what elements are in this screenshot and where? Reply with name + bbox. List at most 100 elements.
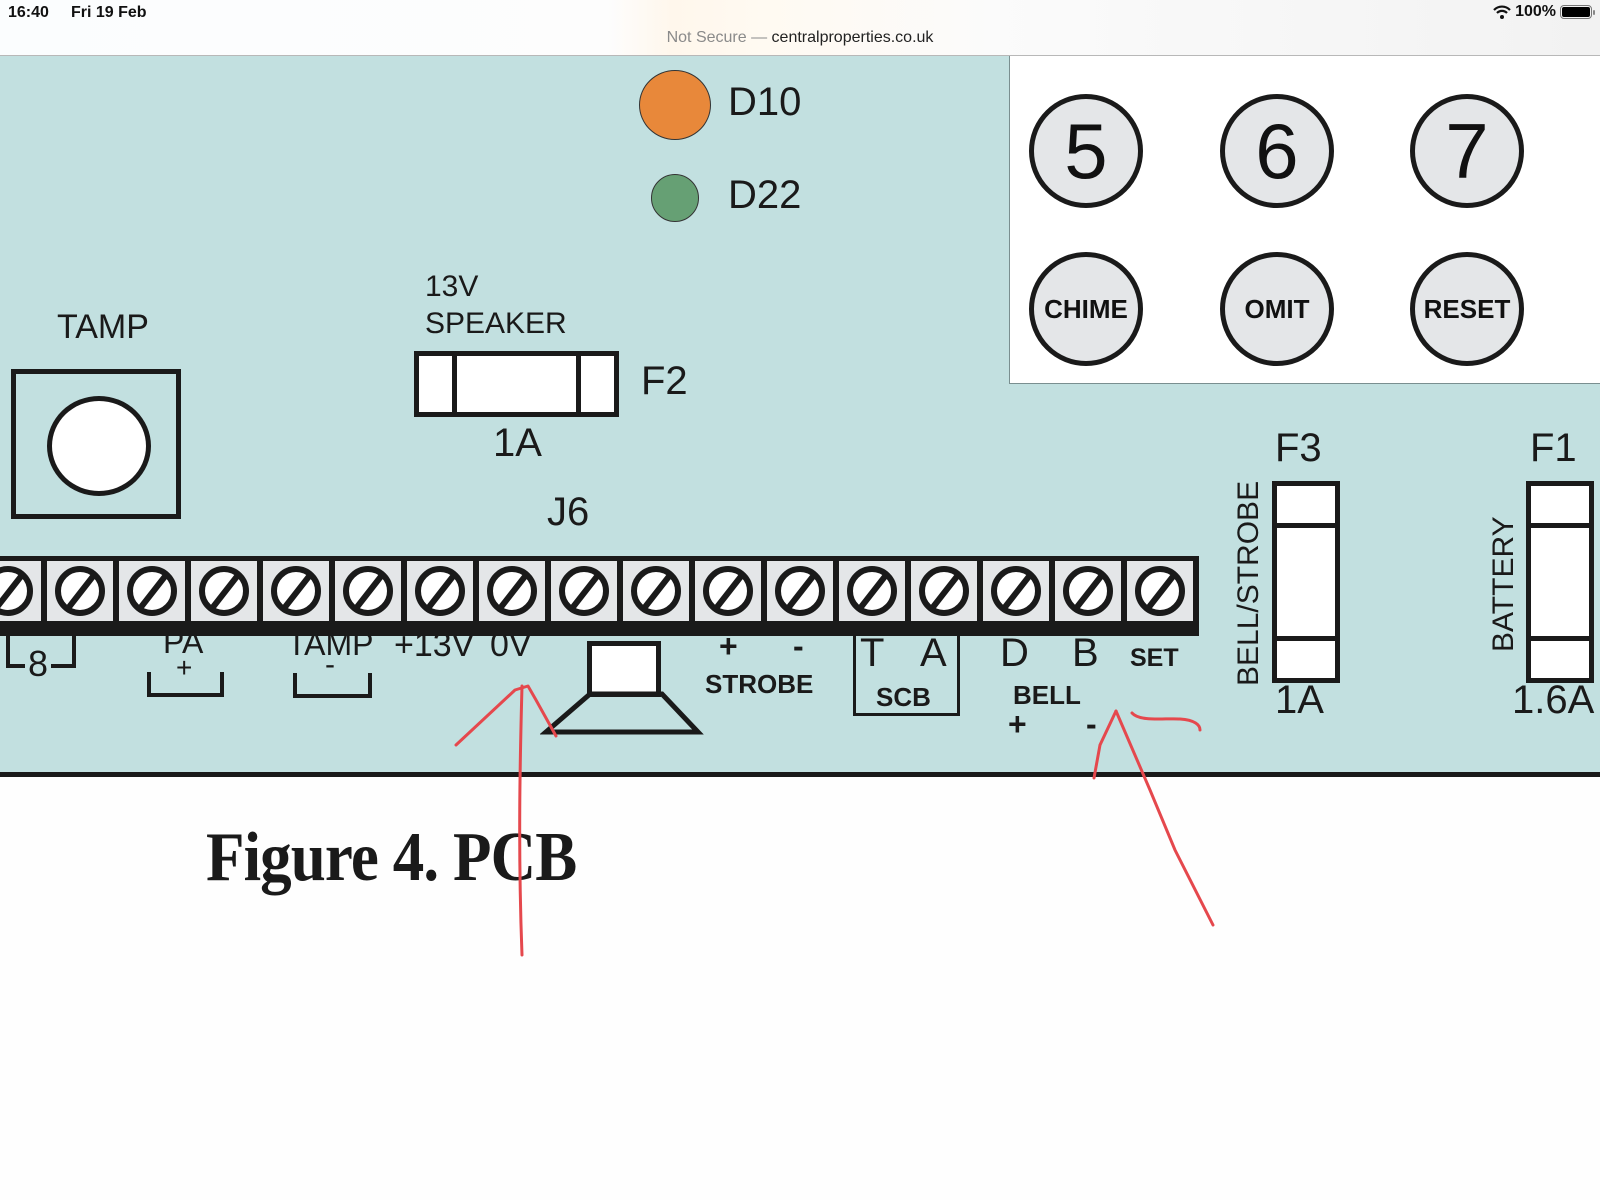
zone-8-label: 8 <box>25 643 52 685</box>
terminal-10 <box>623 561 689 621</box>
bell-minus: - <box>1086 706 1097 742</box>
strobe-plus: + <box>719 628 738 664</box>
key-6[interactable]: 6 <box>1220 94 1334 208</box>
scb-label: SCB <box>876 682 931 712</box>
screw-icon <box>415 566 465 616</box>
screw-icon <box>1063 566 1113 616</box>
status-date: Fri 19 Feb <box>71 4 147 21</box>
terminal-7 <box>407 561 473 621</box>
terminal-2 <box>47 561 113 621</box>
tamper-label: TAMP <box>57 308 149 346</box>
terminal-3 <box>119 561 185 621</box>
screw-icon <box>775 566 825 616</box>
zero-v-label: 0V <box>490 626 532 664</box>
screw-icon <box>919 566 969 616</box>
scb-box <box>853 623 960 716</box>
key-reset[interactable]: RESET <box>1410 252 1524 366</box>
tamp-terminal-label: TAMP <box>287 626 374 662</box>
bell-b-label: B <box>1072 631 1099 675</box>
screw-icon <box>343 566 393 616</box>
terminal-12 <box>767 561 833 621</box>
url-separator: — <box>751 29 768 46</box>
terminal-17 <box>1127 561 1193 621</box>
pa-bracket <box>147 672 224 697</box>
pcb-diagram: D10 D22 5 6 7 CHIME OMIT RESET TAMP 13V … <box>0 56 1600 777</box>
key-7[interactable]: 7 <box>1410 94 1524 208</box>
screw-icon <box>127 566 177 616</box>
key-chime[interactable]: CHIME <box>1029 252 1143 366</box>
url-domain: centralproperties.co.uk <box>771 29 934 46</box>
key-chime-label: CHIME <box>1044 293 1128 324</box>
terminal-14 <box>911 561 977 621</box>
keypad-panel: 5 6 7 CHIME OMIT RESET <box>1009 56 1600 384</box>
terminal-6 <box>335 561 401 621</box>
bell-label: BELL <box>1013 680 1081 710</box>
fuse-f1 <box>1526 481 1594 683</box>
bell-d-label: D <box>1000 631 1029 675</box>
fuse-f2-name: F2 <box>641 359 688 403</box>
key-5-label: 5 <box>1064 106 1108 195</box>
terminal-11 <box>695 561 761 621</box>
terminal-9 <box>551 561 617 621</box>
screw-icon <box>271 566 321 616</box>
strobe-minus: - <box>793 628 804 664</box>
battery-icon <box>1560 5 1595 19</box>
led-d22-label: D22 <box>728 173 802 217</box>
set-label: SET <box>1130 644 1179 672</box>
key-6-label: 6 <box>1255 106 1299 195</box>
scb-t-label: T <box>860 631 885 675</box>
fuse-f3 <box>1272 481 1340 683</box>
screw-icon <box>847 566 897 616</box>
fuse-f3-side-label: BELL/STROBE <box>1232 480 1265 686</box>
fuse-f2-voltage: 13V <box>425 270 479 303</box>
screw-icon <box>1135 566 1185 616</box>
screw-icon <box>559 566 609 616</box>
speaker-cone-icon <box>540 691 704 735</box>
figure-caption: Figure 4. PCB <box>206 819 577 896</box>
status-time: 16:40 <box>8 4 49 21</box>
scb-a-label: A <box>920 631 947 675</box>
terminal-13 <box>839 561 905 621</box>
screw-icon <box>0 566 33 616</box>
fuse-f3-rating: 1A <box>1275 678 1324 722</box>
wifi-icon <box>1493 5 1511 19</box>
fuse-f1-name: F1 <box>1530 426 1577 470</box>
terminal-1 <box>0 561 41 621</box>
terminal-block-j6 <box>0 556 1199 636</box>
terminal-5 <box>263 561 329 621</box>
fuse-f2-speaker: SPEAKER <box>425 307 567 340</box>
speaker-icon <box>587 641 661 697</box>
not-secure-label: Not Secure <box>666 29 747 46</box>
plus-13v-label: +13V <box>394 626 475 664</box>
tamp-bracket <box>293 673 372 698</box>
tamp-terminal-sign: - <box>325 648 335 681</box>
battery-percent: 100% <box>1515 3 1556 20</box>
fuse-f2-rating: 1A <box>493 421 542 465</box>
terminal-4 <box>191 561 257 621</box>
tamper-button <box>47 396 151 496</box>
screw-icon <box>991 566 1041 616</box>
led-d22 <box>651 174 699 222</box>
key-5[interactable]: 5 <box>1029 94 1143 208</box>
terminal-8 <box>479 561 545 621</box>
fuse-f1-rating: 1.6A <box>1512 678 1595 722</box>
address-bar[interactable]: Not Secure — centralproperties.co.uk <box>0 29 1600 47</box>
strobe-label: STROBE <box>705 669 814 699</box>
tamper-switch <box>11 369 181 519</box>
connector-j6-label: J6 <box>547 490 590 534</box>
screw-icon <box>55 566 105 616</box>
status-right: 100% <box>1493 3 1595 21</box>
screw-icon <box>631 566 681 616</box>
led-d10 <box>639 70 711 140</box>
fuse-f1-side-label: BATTERY <box>1487 516 1520 652</box>
terminal-16 <box>1055 561 1121 621</box>
terminal-15 <box>983 561 1049 621</box>
key-reset-label: RESET <box>1423 293 1511 324</box>
key-7-label: 7 <box>1445 106 1489 195</box>
key-omit[interactable]: OMIT <box>1220 252 1334 366</box>
screw-icon <box>703 566 753 616</box>
screw-icon <box>199 566 249 616</box>
screw-icon <box>487 566 537 616</box>
fuse-f3-name: F3 <box>1275 426 1322 470</box>
key-omit-label: OMIT <box>1244 293 1310 324</box>
